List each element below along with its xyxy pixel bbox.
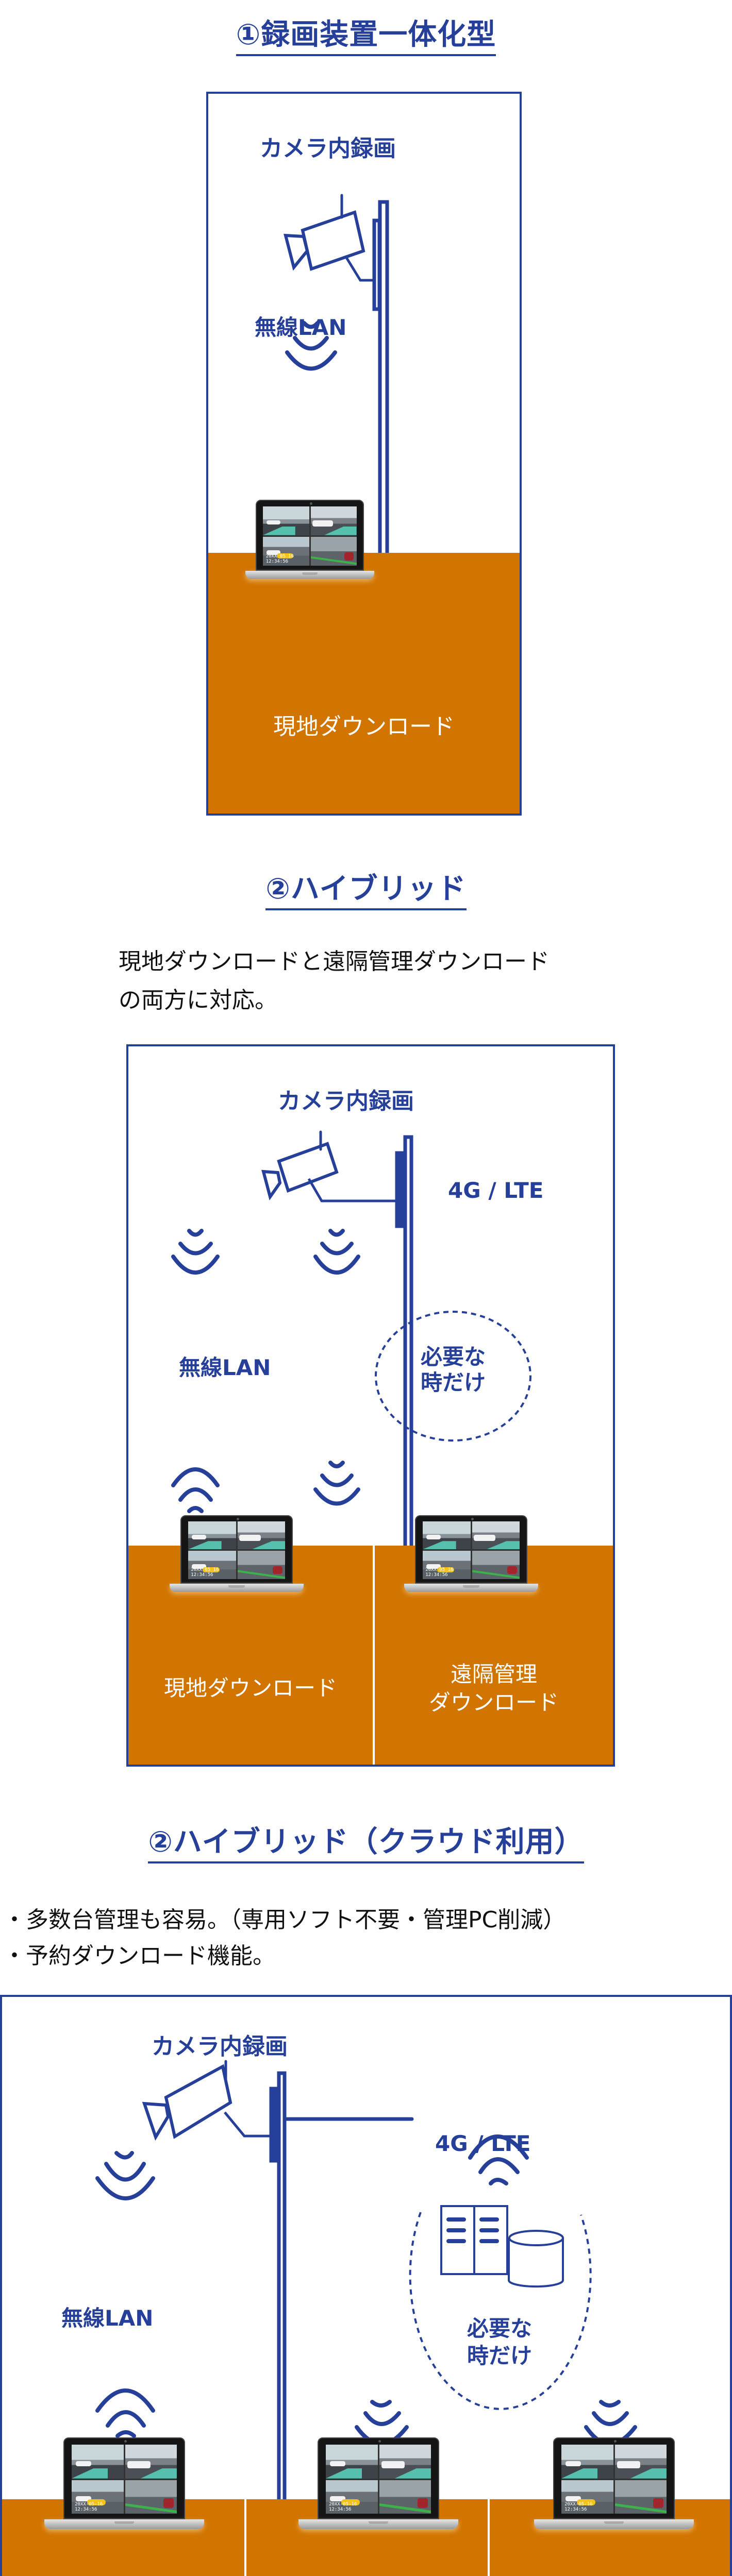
signal-up-icon (171, 1467, 220, 1513)
signal-down-icon (285, 321, 337, 371)
signal-down-icon (95, 2151, 155, 2200)
ground-band: 現地ダウンロード (208, 553, 520, 814)
camera-recording-label: カメラ内録画 (260, 135, 396, 162)
section2-diagram: カメラ内録画 4G / LTE 無線LAN (126, 1044, 615, 1767)
section2-description-line2: の両方に対応。 (119, 987, 277, 1013)
ground-label-remote-download: 遠隔管理 ダウンロード (428, 1661, 559, 1715)
cellular-label: 4G / LTE (448, 1178, 544, 1203)
signal-down-cellular-icon (313, 1229, 360, 1275)
laptop-various: 20XX-05-16 12:34:56 (534, 2437, 694, 2533)
wireless-lan-label: 無線LAN (61, 2306, 154, 2331)
wireless-lan-label: 無線LAN (255, 315, 347, 340)
signal-up-icon (95, 2388, 155, 2438)
server-icon (440, 2205, 508, 2275)
laptop-local: 20XX 05 16 12:34:56 (170, 1515, 304, 1595)
camera-recording-label: カメラ内録画 (278, 1088, 414, 1114)
on-demand-label: 必要な 時だけ (420, 1344, 486, 1396)
camera-recording-label: カメラ内録画 (152, 2033, 288, 2060)
section2-description-line1: 現地ダウンロードと遠隔管理ダウンロード (119, 948, 550, 975)
on-demand-circle (375, 1311, 531, 1442)
on-demand-label: 必要な 時だけ (467, 2316, 532, 2368)
laptop-icon: 20XX 05 16 12:34:56 (245, 500, 374, 582)
ground-divider (488, 2499, 490, 2576)
database-icon (508, 2230, 564, 2288)
signal-down-icon (171, 1229, 220, 1275)
laptop-local: 20XX-05-16 12:34:56 (44, 2437, 204, 2533)
camera-pole-icon (95, 2060, 637, 2576)
section3-bullet-2: ・予約ダウンロード機能。 (3, 1943, 275, 1969)
ground-label-local-download: 現地ダウンロード (273, 714, 455, 740)
ground-divider (244, 2499, 246, 2576)
ground-divider (373, 1546, 375, 1765)
section3-bullet-1: ・多数台管理も容易。（専用ソフト不要・管理PC削減） (3, 1907, 566, 1933)
wireless-lan-label: 無線LAN (179, 1355, 271, 1380)
ground-label-local-download: 現地ダウンロード (163, 1675, 337, 1701)
laptop-timestamp: 20XX 05 16 12:34:56 (265, 554, 294, 565)
section1-title: ①録画装置一体化型 (0, 11, 732, 56)
section2-title: ②ハイブリッド (0, 866, 732, 910)
on-demand-circle (409, 2212, 592, 2410)
section1-diagram: カメラ内録画 無線LAN (206, 92, 522, 816)
laptop-remote: 20XX-05-16 12:34:56 (298, 2437, 458, 2533)
laptop-remote: 20XX 05 16 12:34:56 (404, 1515, 538, 1595)
section3-diagram: カメラ内録画 4G / LTE 無線LAN (0, 1995, 732, 2576)
section3-title: ②ハイブリッド（クラウド利用） (0, 1819, 732, 1863)
signal-down-remote-icon (313, 1461, 360, 1506)
signal-up-cellular-icon (468, 2134, 529, 2185)
